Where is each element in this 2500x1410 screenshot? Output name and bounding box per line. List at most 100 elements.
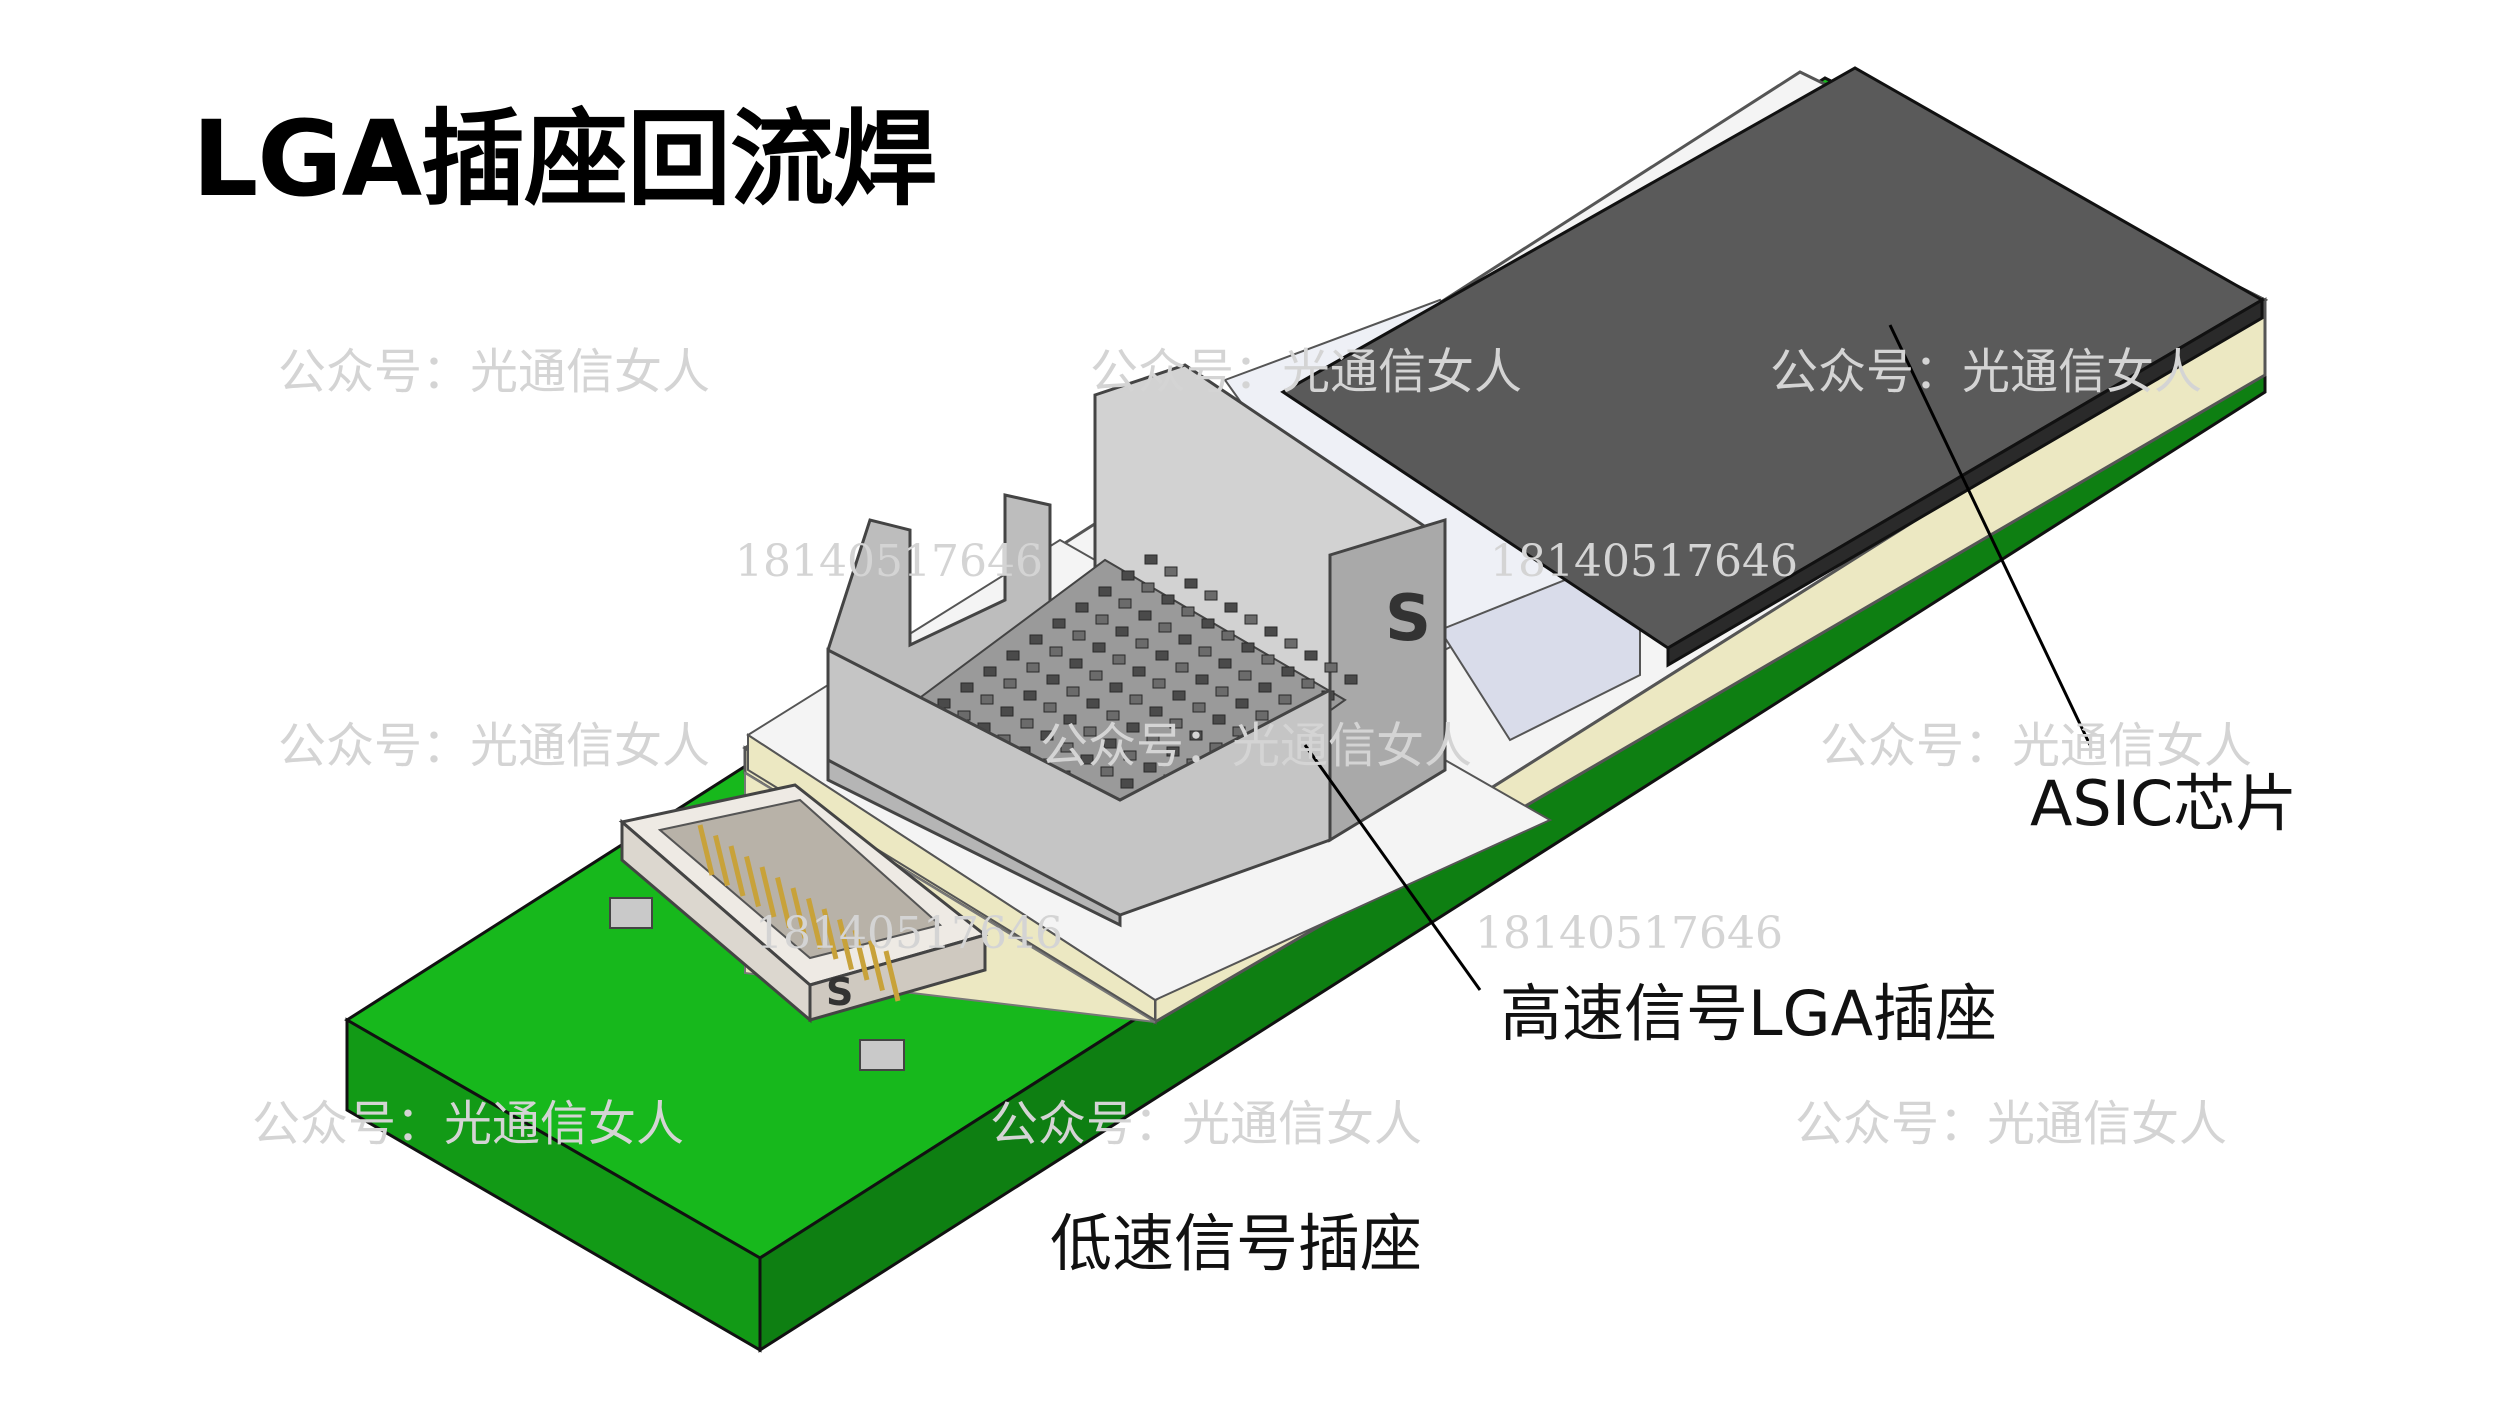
lga-contact (1164, 566, 1178, 577)
lga-contact (1178, 634, 1192, 645)
lga-contact (1141, 582, 1155, 593)
lga-contact (1098, 586, 1112, 597)
lga-contact (1181, 606, 1195, 617)
lga-contact (1304, 650, 1318, 661)
connector-pin (868, 939, 885, 992)
lga-contact (1261, 654, 1275, 665)
lga-contact (1023, 690, 1037, 701)
lga-contact (1221, 630, 1235, 641)
connector-pin (744, 855, 761, 908)
lga-contact (1040, 730, 1054, 741)
watermark-phone: 18140517646 (735, 536, 1043, 587)
lga-contact (980, 694, 994, 705)
lga-contact (1043, 702, 1057, 713)
lga-contact (1235, 698, 1249, 709)
low-speed-connector: S (609, 783, 989, 1071)
lga-contact (1000, 706, 1014, 717)
leader-lines (1303, 324, 2092, 991)
lga-contact (1029, 634, 1043, 645)
lga-contact (1244, 614, 1258, 625)
lga-contact (1063, 714, 1077, 725)
lga-contact (1158, 622, 1172, 633)
lga-contact (1049, 646, 1063, 657)
label-asic-chip: ASIC芯片 (2030, 767, 2298, 840)
lga-contact (1212, 714, 1226, 725)
leader-hs-socket (1303, 744, 1482, 991)
lga-contact (1046, 674, 1060, 685)
lga-contact (1169, 718, 1183, 729)
lga-contact (1281, 666, 1295, 677)
lga-contact (1195, 674, 1209, 685)
connector-foot-left (609, 897, 653, 929)
lga-contact (1224, 602, 1238, 613)
connector-pin (790, 887, 808, 939)
watermark-account: 公众号：光通信女人 (1820, 718, 2253, 774)
lga-contact (1175, 662, 1189, 673)
lga-contact (1020, 718, 1034, 729)
lga-contact (1258, 682, 1272, 693)
lga-contact (1143, 762, 1157, 773)
connector-pin-row (697, 824, 901, 1002)
lga-contact (1344, 674, 1358, 685)
lga-contact (1083, 726, 1097, 737)
watermark-account: 公众号：光通信女人 (278, 718, 711, 774)
lga-contact (1086, 698, 1100, 709)
lga-contact (1121, 570, 1135, 581)
lga-contact (1052, 618, 1066, 629)
lga-contact (1115, 626, 1129, 637)
lga-contact (1123, 750, 1137, 761)
watermark-account: 公众号：光通信女人 (1040, 718, 1473, 774)
base-plate-front (747, 733, 1156, 1022)
lga-contact (1201, 618, 1215, 629)
lga-contact (1146, 734, 1160, 745)
lga-contact (1238, 670, 1252, 681)
lga-contact (1192, 702, 1206, 713)
lga-contact (1132, 666, 1146, 677)
connector-slot (657, 798, 943, 960)
lga-contact (1301, 678, 1315, 689)
lga-contact (1069, 658, 1083, 669)
lga-socket: S (826, 363, 1447, 928)
lga-contact (1284, 638, 1298, 649)
lga-contact (1198, 646, 1212, 657)
watermark-phone: 18140517646 (1490, 536, 1798, 587)
lga-contact (1129, 694, 1143, 705)
leader-asic (1888, 324, 2092, 746)
lga-contact (1324, 662, 1338, 673)
lga-contact (1112, 654, 1126, 665)
lga-contact (1184, 578, 1198, 589)
watermark-account: 公众号：光通信女人 (1770, 344, 2203, 400)
lga-contact (960, 682, 974, 693)
connector-pin (852, 929, 870, 981)
lga-contact (1106, 710, 1120, 721)
lga-contact (983, 666, 997, 677)
lga-contact (1089, 670, 1103, 681)
connector-pin (883, 950, 901, 1002)
lga-contact (1218, 658, 1232, 669)
lga-contact (1172, 690, 1186, 701)
lga-contact (1075, 602, 1089, 613)
connector-pin (775, 876, 792, 929)
lga-contact (1278, 694, 1292, 705)
socket-s-mark: S (1385, 582, 1431, 656)
connector-pin (759, 866, 777, 918)
lga-contact (1155, 650, 1169, 661)
connector-pin (697, 824, 715, 876)
connector-side (808, 933, 987, 1022)
watermark-account: 公众号：光通信女人 (252, 1096, 685, 1152)
connector-pin (837, 918, 854, 971)
connector-pin (728, 845, 746, 897)
lga-contact (1204, 590, 1218, 601)
watermark-account: 公众号：光通信女人 (990, 1096, 1423, 1152)
lga-contact (1264, 626, 1278, 637)
watermark-phone: 18140517646 (1475, 908, 1783, 959)
lga-contact (1144, 554, 1158, 565)
watermark-account: 公众号：光通信女人 (1090, 344, 1523, 400)
lga-contact (1072, 630, 1086, 641)
lga-contact (1189, 730, 1203, 741)
connector-pin (821, 908, 839, 960)
lga-contact (1118, 598, 1132, 609)
lga-contact (1152, 678, 1166, 689)
lga-contact (1100, 766, 1114, 777)
